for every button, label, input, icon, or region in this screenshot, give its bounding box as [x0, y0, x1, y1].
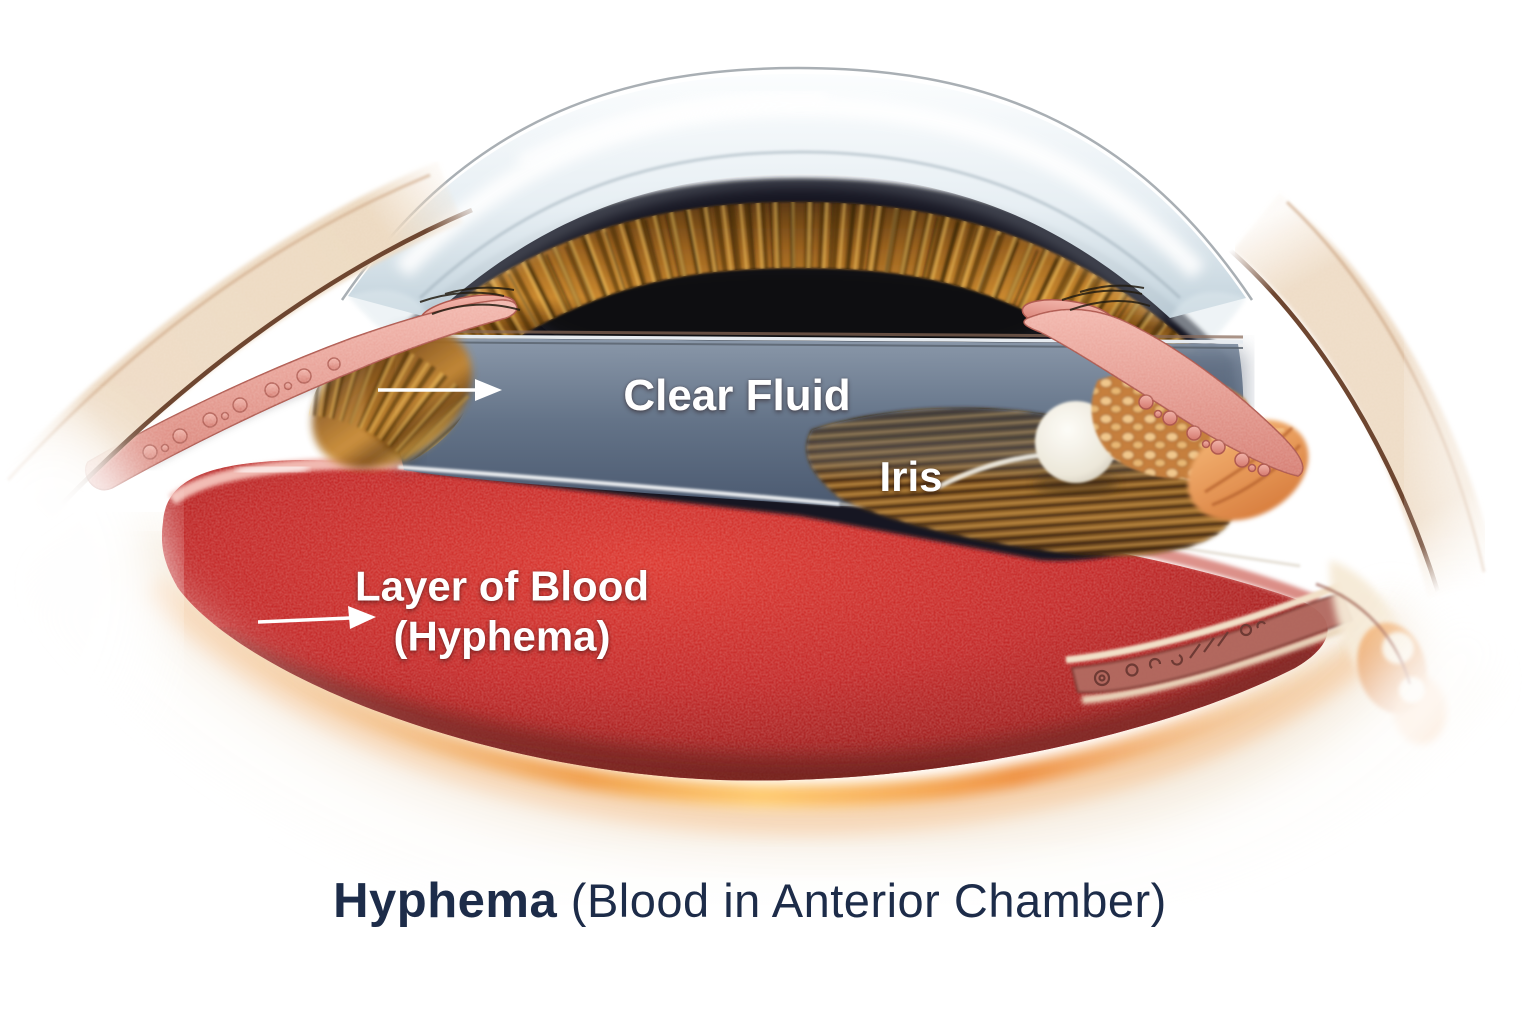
clear-fluid-arrow	[378, 379, 502, 401]
cornea	[340, 66, 1254, 348]
hyphema-arrow	[257, 606, 376, 629]
vessel-motifs	[1093, 620, 1266, 687]
ciliary-body-right	[1021, 284, 1304, 477]
vignette	[0, 220, 1536, 1024]
figure-caption: Hyphema (Blood in Anterior Chamber)	[333, 873, 1167, 929]
zonule-fibers-right	[1061, 284, 1151, 311]
zonule-fibers-left	[419, 286, 521, 315]
caption-rest: (Blood in Anterior Chamber)	[557, 874, 1167, 927]
cornea-specular-highlight	[517, 91, 827, 168]
iris-arch	[395, 202, 1202, 356]
caption-term: Hyphema	[333, 874, 558, 928]
ciliary-body-left	[85, 286, 521, 491]
